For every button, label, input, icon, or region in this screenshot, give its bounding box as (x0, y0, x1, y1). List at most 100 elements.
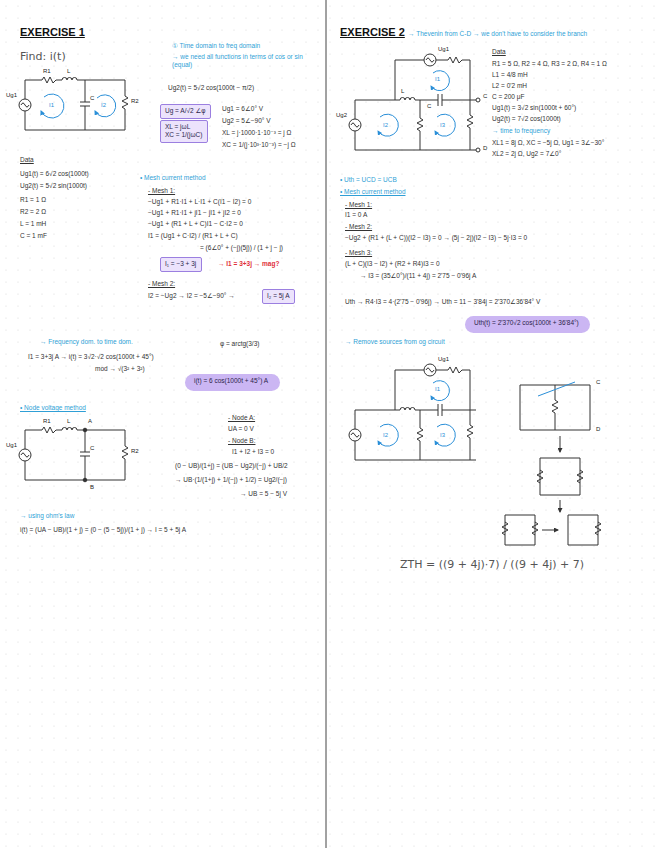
equation-text: XL1 = 8j Ω, XC = −5j Ω, Ug1 = 3∠−30° (492, 139, 604, 147)
sketch-arrow (560, 436, 561, 452)
method-note: → time to frequency (492, 127, 550, 135)
equation-text: UA = 0 V (228, 425, 254, 433)
equation-text: −Ug2 + (R1 + (L + C))(I2 − I3) = 0 → (5j… (345, 234, 527, 242)
equation-text: R1 = 1 Ω (20, 196, 46, 204)
method-note: → Thevenin from C-D → we don't have to c… (408, 30, 587, 38)
equation-text: Ug2(t) = 5√2 cos(1000t − π/2) (168, 84, 254, 92)
equation-text: −Ug1 + R1·I1 + jI1 − jI1 + jI2 = 0 (148, 209, 241, 217)
step-heading: Data (20, 156, 34, 164)
step-heading: - Mesh 1: (148, 187, 175, 195)
voltage-source (424, 364, 436, 376)
equation-text: I1 + I2 + I3 = 0 (232, 448, 274, 456)
mesh-current-label: I1 (435, 386, 440, 394)
voltage-source (19, 99, 31, 111)
circuit-label: L (401, 88, 404, 96)
circuit-ex2 (349, 54, 480, 152)
equation-text: R1 = 5 Ω, R2 = 4 Ω, R3 = 2 Ω, R4 = 1 Ω (492, 60, 607, 68)
mesh-arrow (41, 94, 64, 118)
mesh-current-label: I2 (101, 102, 106, 110)
circuit-wires (25, 77, 128, 130)
equation-text: mod → √(3² + 3²) (95, 365, 145, 373)
method-note: ① Time domain to freq domain (172, 42, 260, 50)
result-text: I₁ = −3 + 3j (165, 260, 197, 268)
mesh-arrow (431, 381, 449, 401)
equation-text: → I3 = (35∠0°)/(11 + 4j) = 2'75 − 0'96j … (360, 272, 476, 280)
circuit-wires (355, 367, 476, 460)
result-text: Ug = A/√2 ∠φ (165, 107, 206, 115)
circuit-label: C (90, 95, 94, 103)
equation-text: C = 1 mF (20, 232, 47, 240)
ac-symbol (426, 58, 434, 62)
voltage-source (424, 54, 436, 66)
voltage-source (19, 449, 31, 461)
equation-text: (L + C)(I3 − I2) + (R2 + R4)I3 = 0 (345, 260, 440, 268)
circuit-node-method (19, 427, 128, 482)
circuit-wires (25, 427, 128, 480)
circuit-label: Ug1 (6, 442, 17, 450)
circuit-label: Ug1 (6, 92, 17, 100)
sketch-circuit (502, 515, 538, 545)
mesh-arrow (435, 424, 455, 446)
equation-text: Ug1 = 6∠0° V (222, 105, 263, 113)
handwritten-text: ZTH = ((9 + 4j)·7) / ((9 + 4j) + 7) (400, 558, 584, 572)
sketch-circuit (520, 385, 590, 430)
handwritten-text: Find: i(t) (20, 50, 66, 64)
equation-text: → UB = 5 − 5j V (240, 490, 287, 498)
mesh-current-label: I2 (383, 122, 388, 130)
equation-text: I1 = 3+3j A → i(t) = 3√2·√2 cos(1000t + … (28, 353, 154, 361)
equation-text: i(t) = (UA − UB)/(1 + j) = (0 − (5 − 5j)… (20, 526, 186, 534)
equation-text: R2 = 2 Ω (20, 208, 46, 216)
circuit-label: C (427, 103, 431, 111)
method-heading: • Node voltage method (20, 404, 86, 412)
voltage-source (349, 429, 361, 441)
method-note: → Frequency dom. to time dom. (40, 338, 133, 346)
equation-text: φ = arctg(3/3) (220, 340, 259, 348)
circuit-label: C (90, 445, 94, 453)
sketch-circuit (537, 458, 583, 495)
mesh-current-label: I2 (383, 432, 388, 440)
ac-symbol (351, 433, 359, 437)
circuit-label: R1 (43, 418, 51, 426)
circuit-ex2-repeat (349, 364, 476, 460)
circuit-label: L (67, 418, 70, 426)
equation-text: Ug2(t) = 7√2 cos(1000t) (492, 115, 561, 123)
exercise-heading: EXERCISE 1 (20, 26, 85, 40)
ac-symbol (21, 453, 29, 457)
result-highlight: Uth(t) = 2'370√2 cos(1000t + 36'84°) (465, 316, 590, 333)
mesh-arrow (435, 114, 455, 136)
ac-symbol (426, 368, 434, 372)
circuit-label: C (483, 93, 487, 101)
mesh-current-label: I1 (49, 102, 54, 110)
mesh-arrow (431, 71, 449, 91)
step-heading: - Mesh 1: (345, 201, 372, 209)
equation-text: → UB·(1/(1+j) + 1/(−j) + 1/2) = Ug2/(−j) (175, 476, 287, 484)
circuit-label: Ug1 (438, 356, 449, 364)
method-note: → using ohm's law (20, 512, 74, 520)
result-text: i(t) = 6 cos(1000t + 45°) A (194, 377, 271, 385)
step-heading: Data (492, 48, 506, 56)
equation-text: C = 200 μF (492, 93, 524, 101)
method-note: • Uth = UCD = UCB (340, 176, 397, 184)
equation-text: L1 = 4/8 mH (492, 71, 528, 79)
equation-text: Ug2(t) = 5√2 sin(1000t) (20, 182, 87, 190)
circuit-label: Ug1 (438, 46, 449, 54)
mesh-arrow (95, 95, 116, 117)
result-box: I₁ = −3 + 3j (160, 257, 202, 272)
mesh-arrow (378, 114, 398, 136)
method-heading: • Mesh current method (340, 188, 406, 196)
terminal (476, 148, 480, 152)
mesh-current-label: I3 (440, 432, 445, 440)
result-box: XL = jωLXC = 1/(jωC) (160, 120, 208, 143)
step-heading: - Mesh 2: (148, 280, 175, 288)
mesh-arrow (378, 424, 398, 446)
exercise-heading: EXERCISE 2 (340, 26, 405, 40)
equation-text: XC = 1/(j·10³·10⁻³) = −j Ω (222, 141, 296, 149)
method-note: → Remove sources from og circuit (345, 338, 445, 346)
equation-text: (0 − UB)/(1+j) = (UB − Ug2)/(−j) + UB/2 (175, 462, 288, 470)
mesh-current-label: I3 (440, 122, 445, 130)
equation-text: −Ug1 + (R1 + L + C)I1 − C·I2 = 0 (148, 220, 243, 228)
equation-text: I1 = 0 A (345, 211, 367, 219)
equation-text: Ug1(t) = 3√2 sin(1000t + 60°) (492, 104, 576, 112)
